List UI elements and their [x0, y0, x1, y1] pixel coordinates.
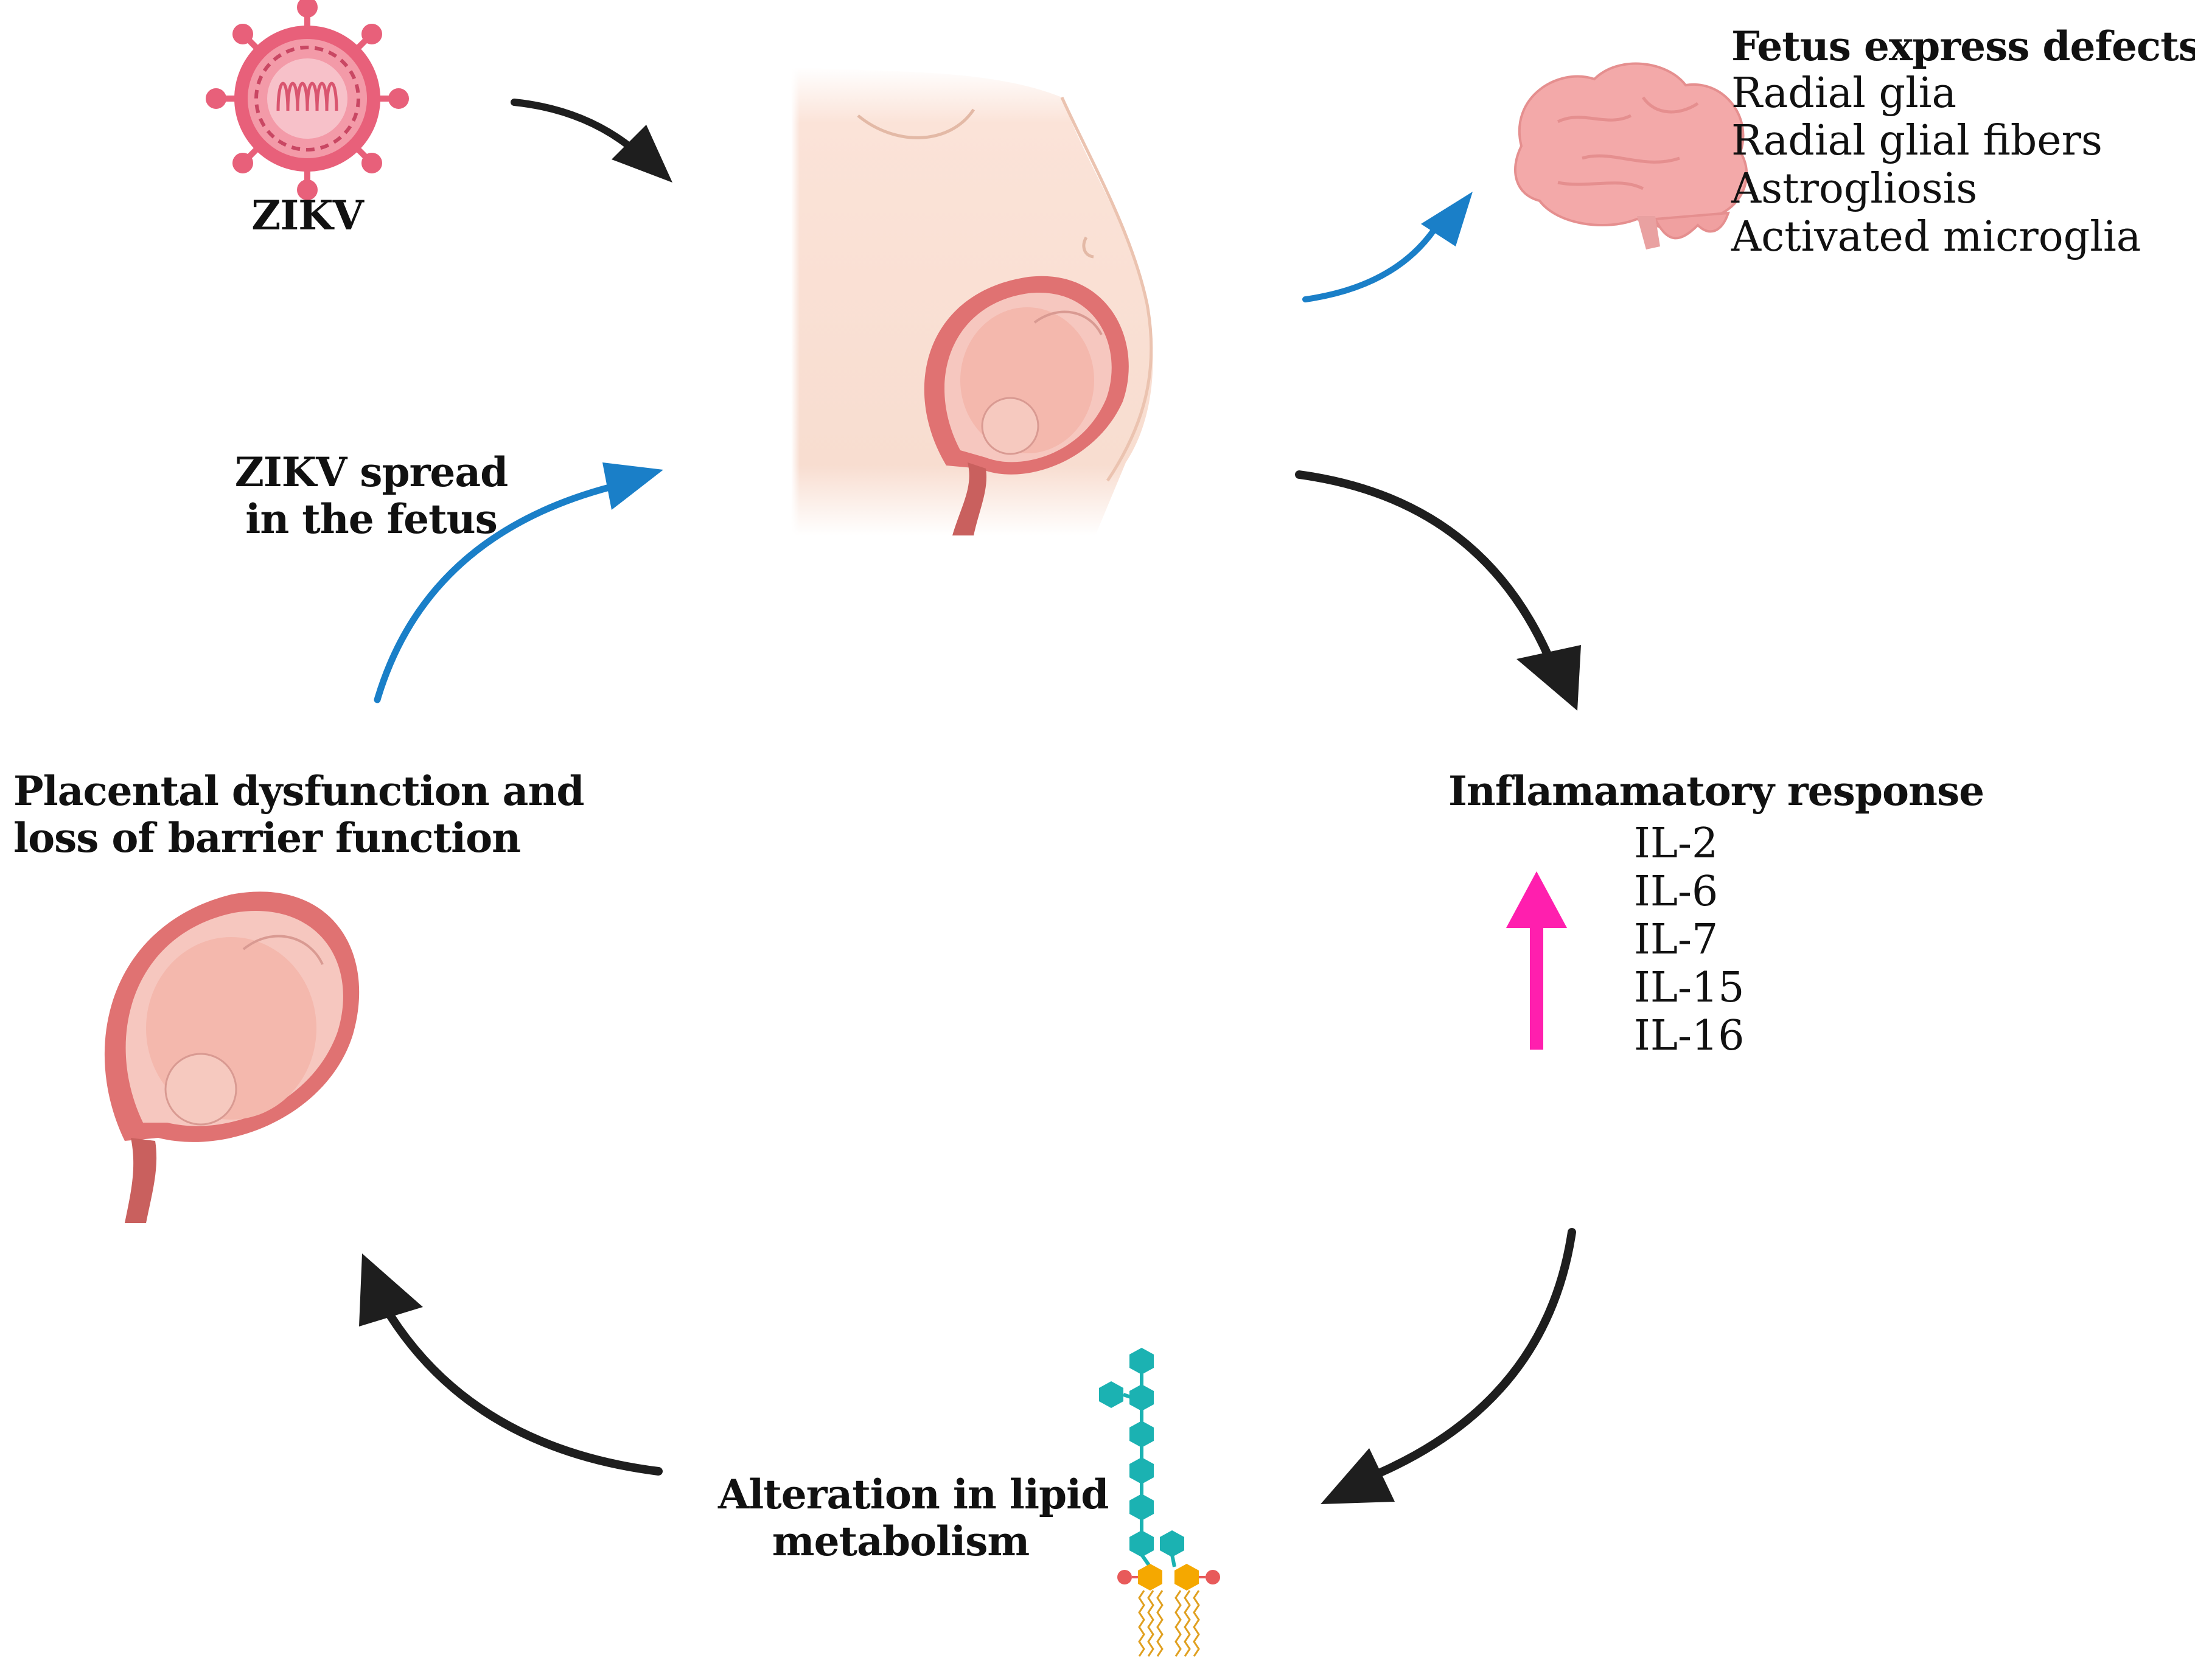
glycolipid-molecule-icon [1099, 1348, 1220, 1657]
lipid-label-line2: metabolism [772, 1517, 1030, 1565]
lipid-label: Alteration in lipid metabolism [718, 1471, 1109, 1565]
fetal-defects-title: Fetus express defects in: [1731, 23, 2195, 70]
arrow-mother-to-inflammation [1295, 470, 1581, 711]
zika-virus-icon [206, 0, 409, 200]
increase-arrow-icon [1506, 871, 1567, 1050]
arrow-placenta-to-fetus-spread [374, 462, 663, 703]
interleukin-item: IL-16 [1634, 1011, 1745, 1060]
interleukin-list: IL-2 IL-6 IL-7 IL-15 IL-16 [1634, 820, 1745, 1060]
placenta-label: Placental dysfunction and loss of barrie… [13, 767, 585, 862]
interleukin-item: IL-6 [1634, 867, 1719, 916]
fetal-defect-item: Activated microglia [1731, 213, 2141, 262]
interleukin-item: IL-15 [1634, 963, 1745, 1012]
inflammatory-title: Inflamamatory response [1448, 767, 1984, 815]
spread-label: ZIKV spread in the fetus [225, 449, 517, 542]
arrow-inflammation-to-lipid [1321, 1228, 1576, 1504]
virus-label: ZIKV [251, 192, 364, 239]
lipid-label-line1: Alteration in lipid [718, 1471, 1109, 1518]
interleukin-item: IL-2 [1634, 820, 1719, 868]
spread-label-line1: ZIKV spread [234, 448, 509, 496]
fetal-defect-item: Astrogliosis [1731, 165, 1978, 214]
arrow-mother-to-brain [1302, 192, 1473, 302]
placenta-label-line1: Placental dysfunction and [13, 767, 585, 815]
spread-label-line2: in the fetus [245, 495, 498, 543]
fetal-defects-block: Fetus express defects in: Radial glia Ra… [1731, 23, 2195, 262]
fetal-defect-item: Radial glia [1731, 69, 1957, 117]
placenta-label-line2: loss of barrier function [13, 814, 521, 862]
arrow-lipid-to-placenta [359, 1253, 663, 1476]
fetal-defect-item: Radial glial fibers [1731, 117, 2103, 166]
uterus-fetus-left [104, 891, 360, 1223]
brain-icon [1514, 62, 1748, 249]
interleukin-item: IL-7 [1634, 915, 1719, 964]
arrow-virus-to-mother [511, 99, 672, 183]
uterus-fetus-top [924, 276, 1129, 535]
